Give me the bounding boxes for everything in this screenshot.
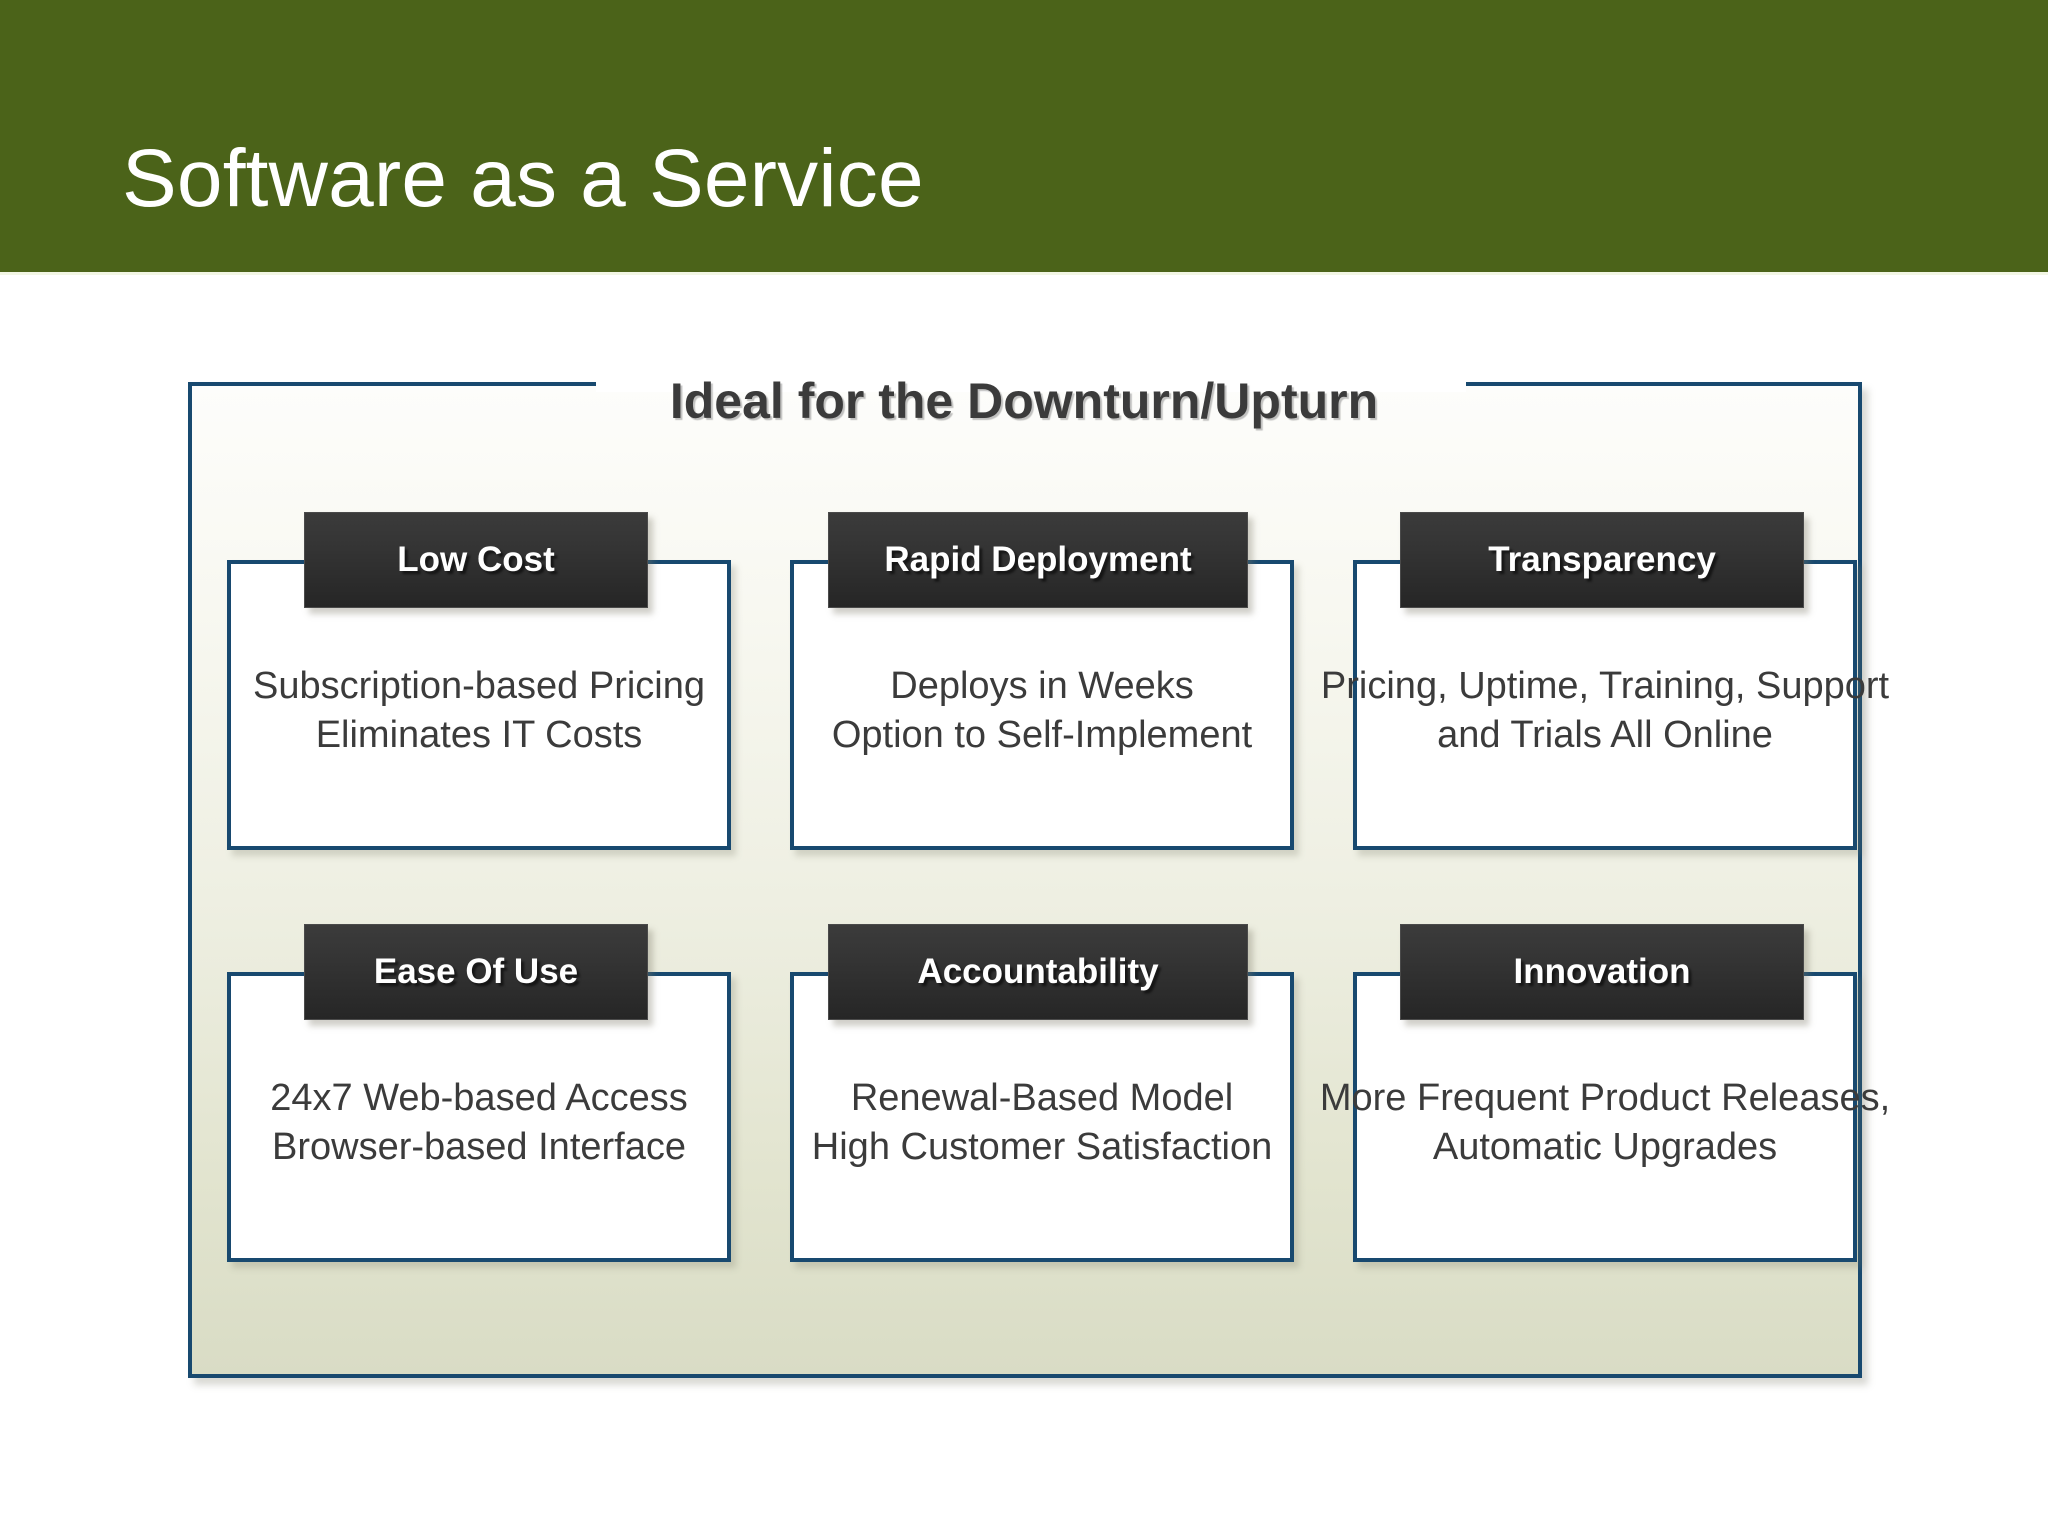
card-ease-of-use[interactable]: Ease Of Use 24x7 Web-based Access Browse… [227, 924, 731, 1262]
card-header-innovation[interactable]: Innovation [1400, 924, 1804, 1020]
card-innovation[interactable]: Innovation More Frequent Product Release… [1320, 924, 1890, 1262]
card-header-accountability[interactable]: Accountability [828, 924, 1248, 1020]
card-header-ease-of-use[interactable]: Ease Of Use [304, 924, 648, 1020]
card-body [1353, 972, 1857, 1262]
card-body [790, 972, 1294, 1262]
card-text-accountability: Renewal-Based Model High Customer Satisf… [811, 1077, 1273, 1168]
card-text-low-cost: Subscription-based Pricing Eliminates IT… [253, 665, 706, 756]
card-text-innovation: More Frequent Product Releases, Automati… [1319, 1077, 1891, 1168]
card-text-transparency: Pricing, Uptime, Training, Support and T… [1320, 665, 1890, 756]
card-header-low-cost[interactable]: Low Cost [304, 512, 648, 608]
card-body [227, 972, 731, 1262]
page-title: Software as a Service [122, 133, 924, 224]
card-header-rapid-deployment[interactable]: Rapid Deployment [828, 512, 1248, 608]
card-body [1353, 560, 1857, 850]
card-rapid-deployment[interactable]: Rapid Deployment Deploys in Weeks Option… [790, 512, 1294, 850]
card-low-cost[interactable]: Low Cost Subscription-based Pricing Elim… [227, 512, 731, 850]
diagram-title-notch [596, 380, 1466, 392]
card-text-rapid-deployment: Deploys in Weeks Option to Self-Implemen… [831, 665, 1253, 756]
diagram-heading: Ideal for the Downturn/Upturn [669, 373, 1379, 429]
card-body [227, 560, 731, 850]
card-header-transparency[interactable]: Transparency [1400, 512, 1804, 608]
title-banner [0, 0, 2048, 272]
card-accountability[interactable]: Accountability Renewal-Based Model High … [790, 924, 1294, 1262]
title-banner-underline [0, 272, 2048, 275]
card-text-ease-of-use: 24x7 Web-based Access Browser-based Inte… [270, 1077, 688, 1168]
card-transparency[interactable]: Transparency Pricing, Uptime, Training, … [1321, 512, 1889, 850]
